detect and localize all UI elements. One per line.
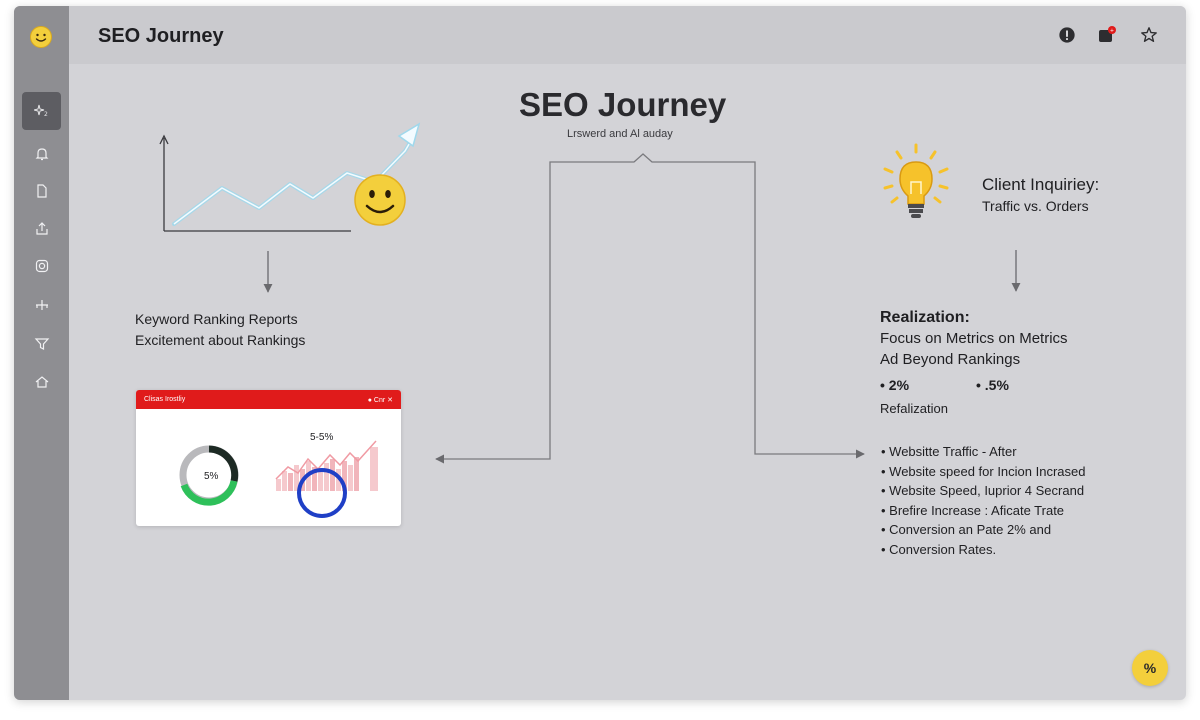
app-title: SEO Journey: [98, 25, 224, 47]
stat-2: • .5%: [976, 377, 1009, 393]
upload-icon: [35, 222, 48, 235]
realization-footer: Refalization: [880, 401, 948, 416]
funnel-icon: [34, 338, 49, 350]
ranking-report-card[interactable]: Clisas Irostliy ● Cnr ✕: [136, 390, 401, 526]
sidebar-item-bell[interactable]: [22, 135, 61, 173]
top-bar: SEO Journey +: [69, 6, 1186, 64]
realization-line-2: Ad Beyond Rankings: [880, 351, 1021, 368]
svg-text:+: +: [1110, 28, 1114, 34]
realization-title: Realization:: [880, 309, 970, 326]
list-item: Conversion Rates.: [881, 540, 1086, 560]
sidebar-item-upload[interactable]: [22, 209, 61, 247]
card-header-controls[interactable]: ● Cnr ✕: [367, 397, 393, 404]
percent-fab-button[interactable]: %: [1132, 650, 1168, 686]
list-item: Website speed for Incion Incrased: [881, 462, 1085, 482]
list-item: Websitte Traffic - After: [881, 442, 1086, 462]
document-icon: [36, 184, 47, 198]
list-item: Website Speed, Iuprior 4 Secrand: [881, 481, 1086, 501]
star-icon[interactable]: [1138, 24, 1160, 46]
list-item: Conversion an Pate 2% and: [881, 520, 1086, 540]
diagram-title: SEO Journey: [519, 86, 727, 123]
client-inquiry-subtitle: Traffic vs. Orders: [982, 198, 1089, 214]
sidebar-item-funnel[interactable]: [22, 325, 61, 363]
info-icon[interactable]: [1056, 24, 1078, 46]
connector-lines: [263, 153, 1021, 464]
realization-line-1: Focus on Metrics on Metrics: [880, 330, 1068, 347]
client-inquiry-title: Client Inquiriey:: [982, 175, 1100, 194]
sidebar: 2: [14, 6, 69, 700]
instagram-icon: [35, 259, 48, 273]
smiley-icon: [354, 174, 406, 226]
list-item: Brefire Increase : Aficate Trate: [881, 501, 1086, 521]
card-header: Clisas Irostliy ● Cnr ✕: [136, 390, 401, 409]
diagram-subtitle: Lrswerd and Al auday: [567, 128, 673, 140]
sidebar-item-sparkle[interactable]: 2: [22, 92, 61, 130]
blue-ring: [297, 468, 347, 518]
balance-icon: [35, 300, 48, 310]
home-icon: [35, 376, 48, 388]
smiley-logo-icon[interactable]: [29, 25, 53, 49]
stat-1: • 2%: [880, 377, 910, 393]
keyword-ranking-heading: Keyword Ranking Reports: [135, 311, 298, 327]
sidebar-item-instagram[interactable]: [22, 247, 61, 285]
sidebar-item-document[interactable]: [22, 172, 61, 210]
growth-chart-illustration: [159, 122, 421, 232]
bell-icon: [35, 148, 48, 161]
card-visuals: [179, 440, 378, 518]
bar-label: 5-5%: [310, 432, 334, 443]
svg-text:2: 2: [44, 111, 48, 118]
notification-icon[interactable]: +: [1096, 24, 1118, 46]
sparkle-icon: 2: [33, 104, 48, 118]
lightbulb-icon: [883, 143, 949, 218]
sidebar-item-balance[interactable]: [22, 286, 61, 324]
app-window: 2: [14, 6, 1186, 700]
donut-label: 5%: [204, 471, 219, 482]
card-header-title: Clisas Irostliy: [144, 396, 186, 403]
bar-visual: [275, 440, 378, 491]
sidebar-item-home[interactable]: [22, 363, 61, 401]
excitement-subheading: Excitement about Rankings: [135, 332, 306, 348]
donut-chart: [179, 445, 239, 506]
results-list: Websitte Traffic - After Website speed f…: [881, 442, 1086, 560]
diagram-canvas: SEO Journey Lrswerd and Al auday Keyword…: [69, 64, 1186, 700]
